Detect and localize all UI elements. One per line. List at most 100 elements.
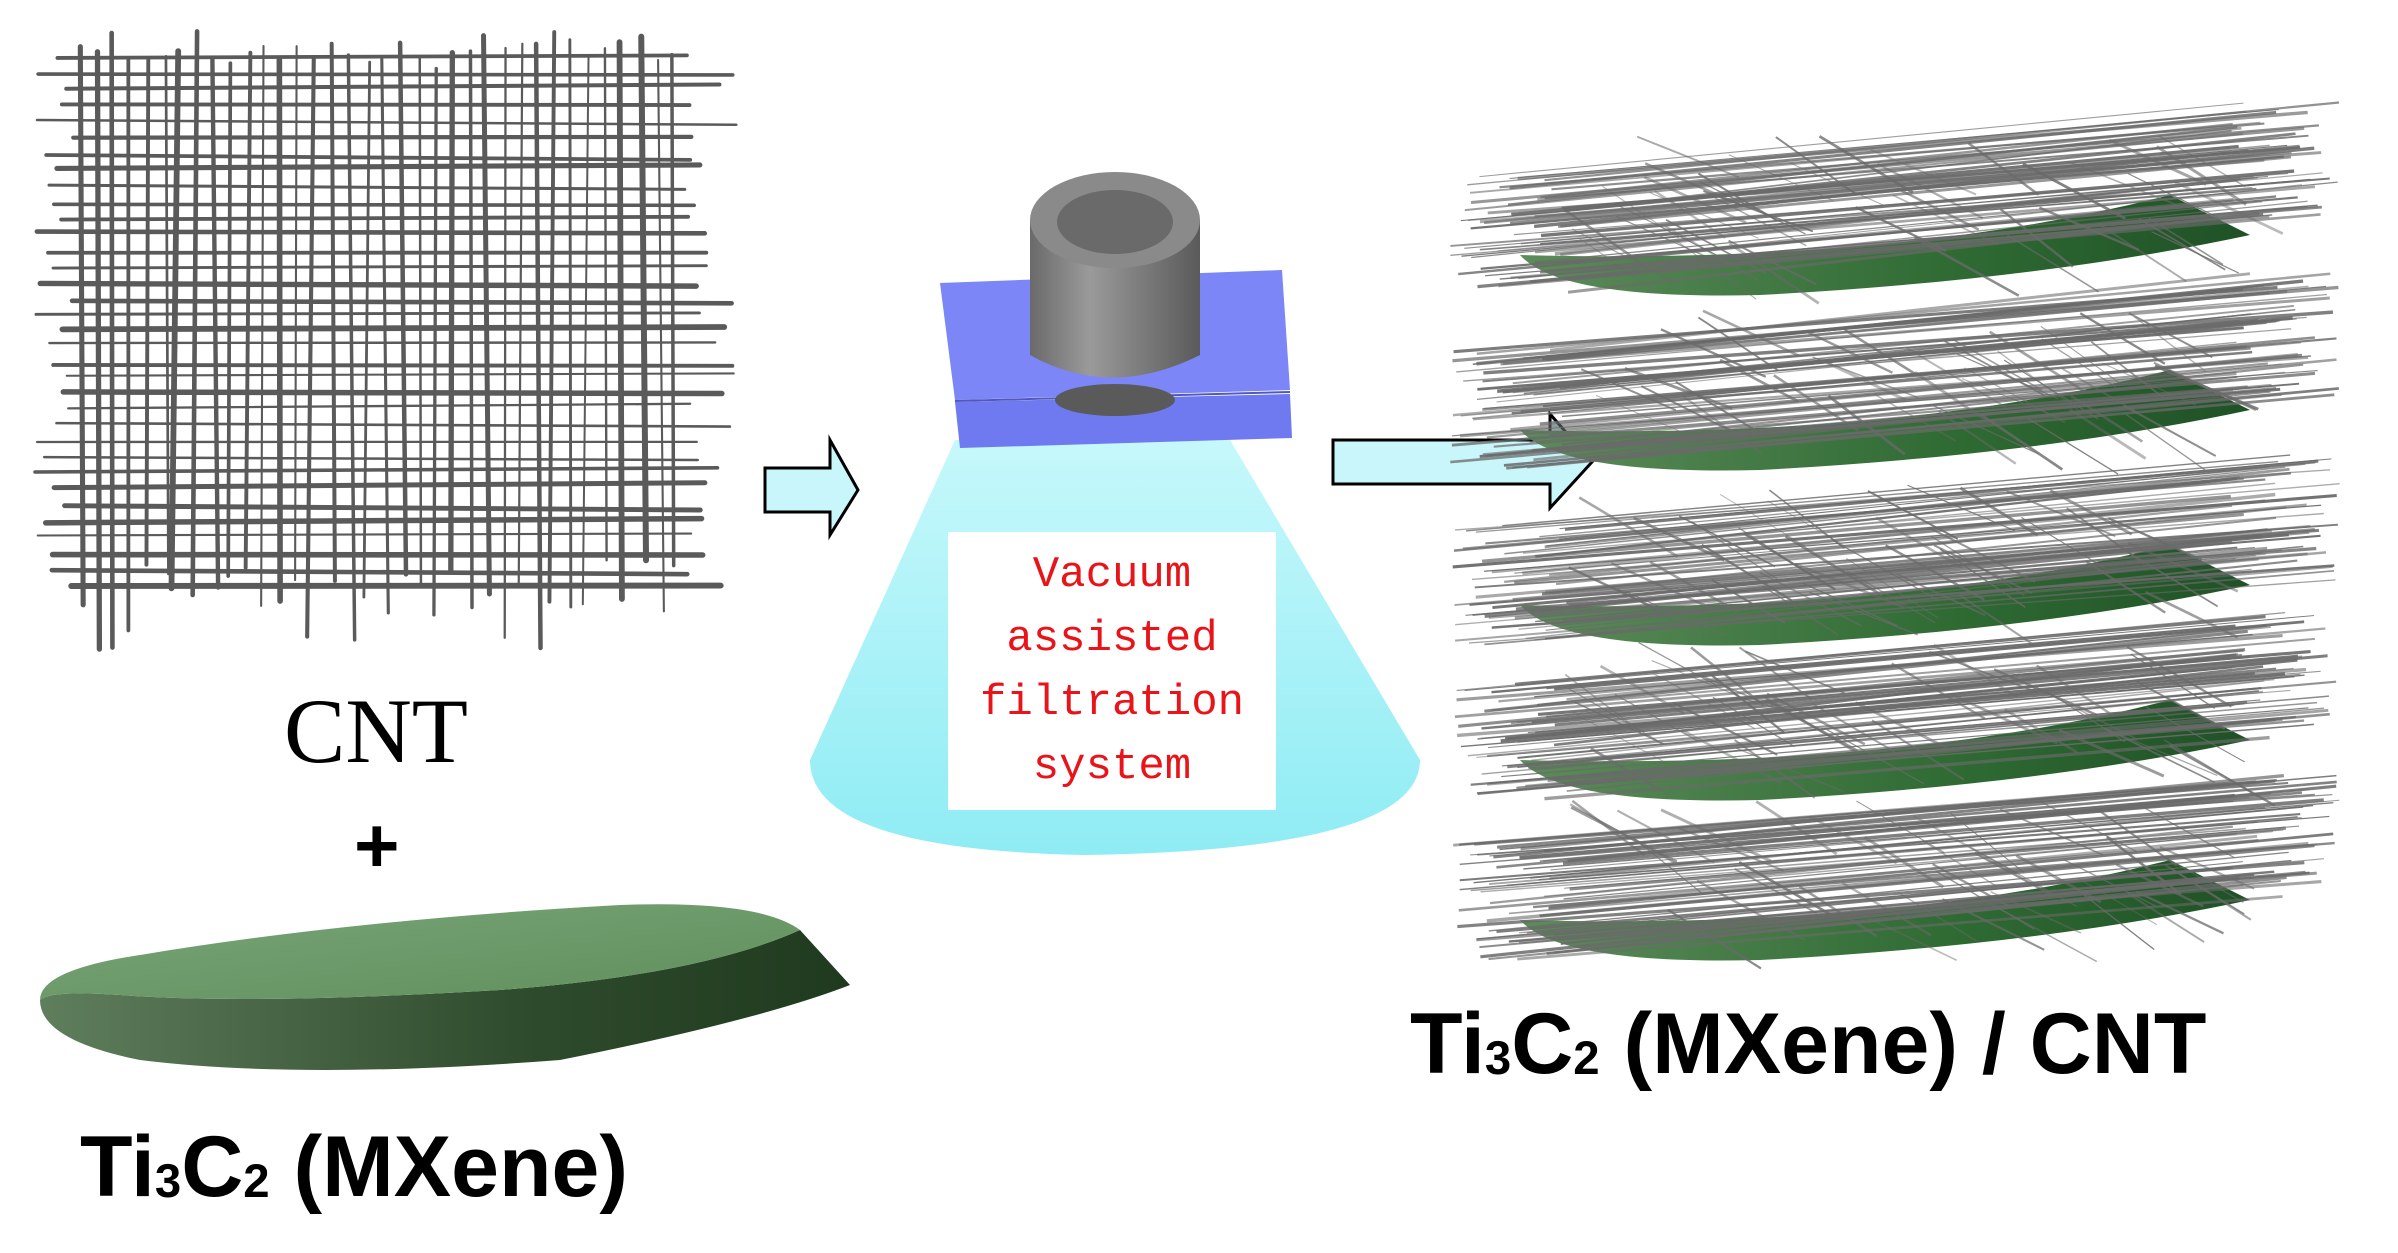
cnt-strand — [1672, 702, 1778, 756]
cnt-strand — [1897, 187, 1980, 231]
cnt-strand — [1649, 560, 1739, 613]
cnt-strand — [1802, 582, 1898, 627]
cnt-strand — [1896, 573, 1986, 617]
cnt-strand — [1775, 136, 1857, 196]
cnt-strand — [1812, 356, 1919, 399]
cnt-fiber-vertical — [260, 45, 265, 607]
cnt-strand — [1765, 698, 1858, 753]
cnt-fiber-horizontal — [47, 183, 687, 191]
cnt-strand — [1660, 808, 1772, 863]
cnt-strand — [1616, 216, 1717, 262]
cnt-strand — [1939, 548, 2026, 609]
cnt-strand — [1474, 781, 2289, 846]
cnt-strand — [2138, 218, 2226, 271]
cnt-strand — [1457, 861, 2305, 929]
cnt-strand — [2135, 890, 2224, 935]
layered-film-icon — [1450, 101, 2340, 970]
cnt-strand — [1486, 362, 2268, 439]
cnt-strand — [1699, 181, 1806, 235]
cnt-strand — [1502, 454, 2291, 527]
cnt-strand — [2158, 135, 2246, 188]
cnt-strand — [1736, 747, 1845, 793]
cnt-strand — [1969, 846, 2078, 908]
cnt-strand — [2145, 706, 2245, 763]
cnt-strand — [1616, 809, 1715, 864]
cnt-layer — [1450, 101, 2340, 305]
cnt-strand — [1938, 410, 2017, 465]
cnt-fiber-vertical — [547, 30, 557, 604]
composite-label: Ti3C2 (MXene) / CNT — [1410, 995, 2206, 1094]
cnt-strand — [2003, 708, 2078, 754]
cnt-strand — [1476, 272, 2331, 356]
cnt-strand — [1885, 544, 1985, 601]
cnt-strand — [1738, 646, 1812, 700]
cnt-strand — [1875, 516, 1963, 569]
cnt-strand — [1562, 798, 2324, 866]
cnt-strand — [1905, 346, 2007, 409]
cnt-strand — [1999, 808, 2104, 856]
cnt-strand — [1933, 544, 2033, 594]
cnt-strand — [1574, 701, 1665, 745]
cnt-strand — [1667, 908, 1762, 970]
cnt-strand — [1863, 835, 1945, 889]
cnt-strand — [1766, 692, 1866, 746]
cnt-strand — [1467, 678, 2275, 757]
cnt-strand — [1678, 515, 1776, 568]
cnt-fiber-horizontal — [36, 72, 735, 77]
cnt-fiber-vertical — [109, 30, 115, 650]
cnt-strand — [1560, 873, 2255, 945]
cnt-strand — [1932, 863, 2012, 909]
mxene-flake-top — [40, 904, 800, 1000]
cnt-strand — [1534, 185, 2316, 254]
cnt-strand — [1636, 135, 1740, 179]
cnt-strand — [1832, 539, 1938, 601]
cnt-strand — [1561, 146, 2301, 210]
cnt-fiber-vertical — [164, 55, 170, 576]
filtration-system-label: Vacuum assisted filtration system — [948, 532, 1276, 810]
cnt-strand — [1738, 861, 1838, 920]
cnt-fiber-horizontal — [48, 341, 717, 345]
cnt-strand — [1846, 570, 1936, 624]
cnt-strand — [1697, 316, 1779, 372]
cnt-fiber-horizontal — [54, 162, 703, 171]
cnt-strand — [1643, 175, 1747, 224]
cnt-strand — [1935, 870, 2035, 930]
cnt-strand — [1515, 546, 2317, 611]
cnt-strand — [1979, 413, 2064, 471]
cnt-fiber-vertical — [210, 57, 221, 590]
cnt-layer — [1453, 773, 2340, 970]
cnt-strand — [1625, 591, 1726, 637]
cnt-strand — [1696, 879, 1805, 941]
cnt-strand — [1933, 405, 2039, 455]
cnt-fiber-vertical — [380, 57, 390, 615]
cnt-strand — [1892, 194, 1999, 246]
cnt-strand — [2085, 560, 2166, 614]
cnt-fiber-horizontal — [35, 118, 738, 127]
cnt-strand — [1676, 240, 1757, 300]
cnt-strand — [1454, 649, 2244, 719]
cnt-strand — [1942, 898, 2045, 951]
composite-layer — [1454, 612, 2337, 807]
cnt-strand — [1482, 318, 2259, 383]
cnt-fiber-horizontal — [42, 515, 705, 526]
cylinder-hole — [1057, 190, 1173, 254]
cnt-strand — [1565, 551, 2327, 623]
cnt-strand — [1614, 693, 1698, 742]
cnt-strand — [1967, 142, 2040, 196]
cnt-strand — [1702, 309, 1799, 357]
mxene-label-sub2: 2 — [243, 1154, 270, 1208]
cnt-fiber-horizontal — [51, 480, 708, 491]
cnt-strand — [2043, 690, 2138, 741]
cnt-strand — [1450, 387, 2277, 464]
cnt-strand — [2063, 859, 2157, 908]
cnt-strand — [1570, 805, 1678, 864]
cnt-strand — [1891, 662, 1986, 720]
cnt-fiber-vertical — [397, 40, 409, 577]
cnt-strand — [1451, 371, 2316, 447]
cnt-strand — [2161, 854, 2244, 904]
cnt-strand — [1855, 701, 1952, 752]
cnt-strand — [1572, 712, 1665, 763]
cnt-fiber-vertical — [432, 66, 438, 617]
cnt-strand — [1907, 484, 2016, 532]
cnt-strand — [1550, 799, 2340, 871]
